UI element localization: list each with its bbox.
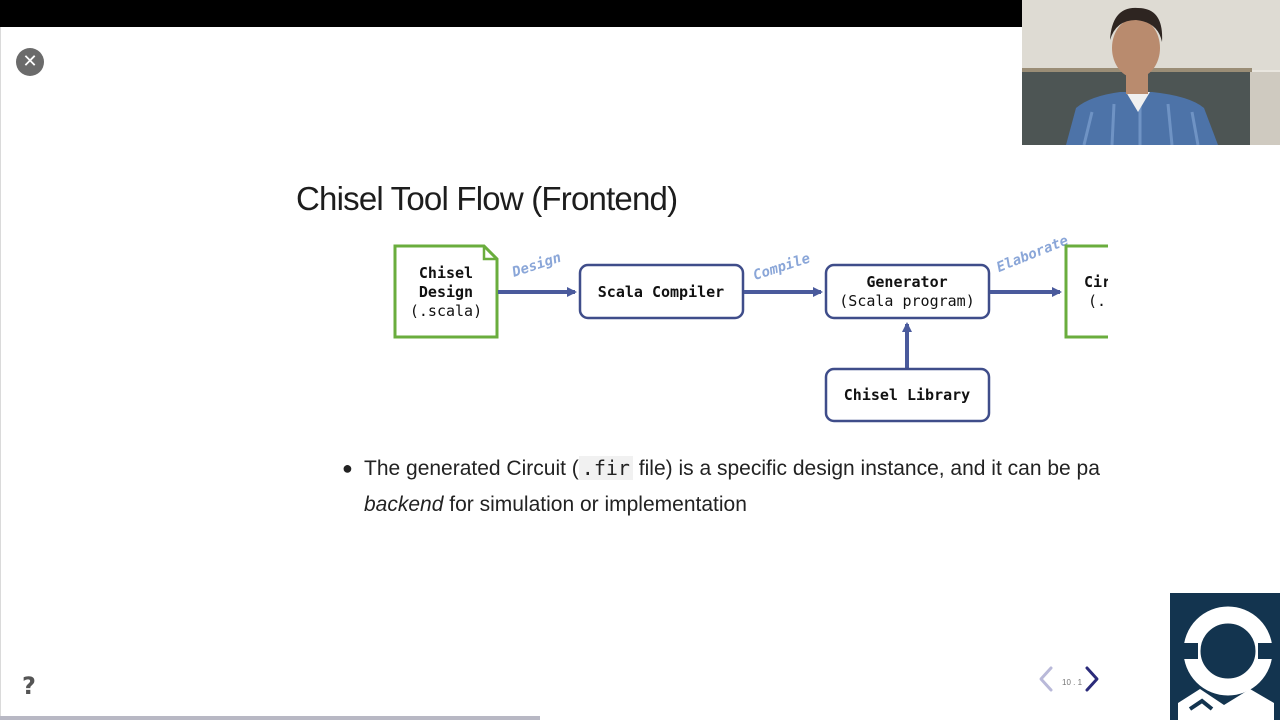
bullet-text-2: file) is a specific design instance, and… [632, 457, 1100, 480]
close-button[interactable]: ✕ [16, 48, 44, 76]
circuit-file-shape [1064, 244, 1108, 339]
nav-prev-icon[interactable] [1034, 664, 1058, 694]
bullet-line-2: backend for simulation or implementation [342, 487, 1108, 523]
progress-bar [0, 716, 540, 720]
bullet-dot: ● [342, 458, 353, 478]
presenter-image [1022, 0, 1280, 145]
logo-icon [1170, 593, 1280, 720]
scala-compiler-node: Scala Compiler [578, 263, 745, 320]
chisel-library-label: Chisel Library [844, 386, 970, 404]
file-shape [393, 244, 499, 339]
chisel-design-line3: (.scala) [410, 302, 482, 320]
question-icon: ? [22, 672, 36, 700]
bullet-text-3: for simulation or implementation [443, 493, 747, 516]
edge-label-elaborate: Elaborate [994, 233, 1070, 276]
circuit-line2: (. [1088, 292, 1106, 310]
tool-flow-diagram: Chisel Design (.scala) Design Scala Comp… [380, 225, 1108, 430]
edge-label-design: Design [509, 250, 563, 281]
edge-label-compile: Compile [751, 250, 812, 283]
chisel-design-line1: Chisel [419, 264, 473, 282]
help-button[interactable]: ? [17, 672, 41, 700]
webcam-video [1022, 0, 1280, 145]
backend-emphasis: backend [364, 493, 444, 516]
nav-next-icon[interactable] [1080, 664, 1104, 694]
generator-node: Generator (Scala program) [824, 263, 991, 320]
scala-compiler-label: Scala Compiler [598, 283, 724, 301]
bullet-text-1: The generated Circuit ( [364, 457, 579, 480]
slide-navigation: 10 . 1 [1030, 662, 1110, 696]
chisel-design-line2: Design [419, 283, 473, 301]
file-fold [482, 246, 497, 261]
generator-box [824, 263, 991, 320]
circuit-line1: Cir [1084, 273, 1108, 291]
chisel-design-node: Chisel Design (.scala) [393, 244, 499, 339]
bullet-line-1: The generated Circuit (.fir file) is a s… [342, 450, 1108, 487]
scala-compiler-box [578, 263, 745, 320]
slide-title: Chisel Tool Flow (Frontend) [296, 180, 678, 217]
close-icon: ✕ [22, 51, 38, 72]
bullet-item: ● The generated Circuit (.fir file) is a… [342, 450, 1108, 523]
slide-number: 10 . 1 [1062, 678, 1083, 687]
brand-logo [1170, 593, 1280, 720]
generator-line2: (Scala program) [839, 292, 974, 310]
tool-flow-svg: Chisel Design (.scala) Design Scala Comp… [393, 233, 1108, 423]
chisel-library-node: Chisel Library [824, 367, 991, 423]
circuit-node: Cir (. [1064, 244, 1108, 339]
fir-code: .fir [578, 456, 633, 480]
generator-line1: Generator [866, 273, 947, 291]
chisel-library-box [824, 367, 991, 423]
